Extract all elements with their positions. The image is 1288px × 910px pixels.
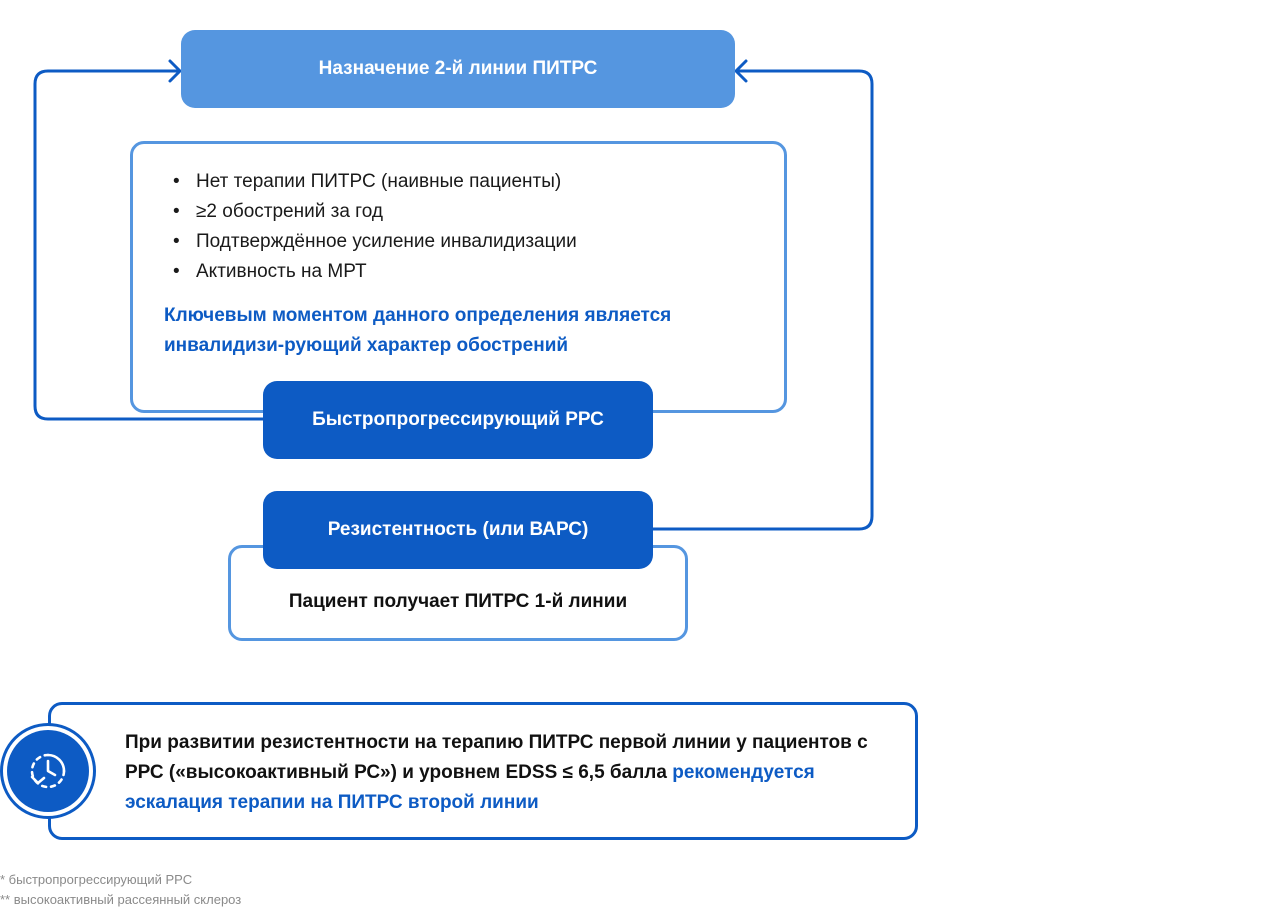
bullet: • [173, 231, 180, 252]
list-item: •Подтверждённое усиление инвалидизации [173, 227, 577, 257]
bullet: • [173, 261, 180, 282]
recommendation-box: При развитии резистентности на терапию П… [48, 702, 918, 840]
bullet: • [173, 171, 180, 192]
bullet: • [173, 201, 180, 222]
left-arrowhead [168, 59, 182, 83]
resistance-label: Резистентность (или ВАРС) [327, 519, 589, 540]
criteria-note: Ключевым моментом данного определения яв… [164, 305, 672, 356]
list-item: •Нет терапии ПИТРС (наивные пациенты) [173, 167, 577, 197]
second-line-label: Назначение 2-й линии ПИТРС [318, 58, 598, 79]
list-item: •≥2 обострений за год [173, 197, 577, 227]
fast-progressing-label: Быстропрогрессирующий РРС [312, 409, 604, 430]
fast-progressing-box: Быстропрогрессирующий РРС [263, 381, 653, 459]
list-item: •Активность на МРТ [173, 257, 577, 287]
second-line-box: Назначение 2-й линии ПИТРС [181, 30, 735, 108]
right-connector-arrow [653, 69, 874, 531]
recommendation-text: При развитии резистентности на терапию П… [125, 732, 868, 813]
footnote-2: ** высокоактивный рассеянный склероз [0, 892, 242, 907]
clock-refresh-icon [30, 753, 66, 789]
resistance-box: Резистентность (или ВАРС) [263, 491, 653, 569]
recommendation-highlight: рекомендуется эскалация терапии на ПИТРС… [125, 762, 815, 813]
left-connector-arrow [33, 69, 263, 421]
recommendation-badge [0, 723, 96, 819]
patient-label: Пациент получает ПИТРС 1-й линии [288, 591, 628, 612]
criteria-box: •Нет терапии ПИТРС (наивные пациенты) •≥… [130, 141, 787, 413]
footnote-1: * быстропрогрессирующий РРС [0, 872, 193, 887]
criteria-list: •Нет терапии ПИТРС (наивные пациенты) •≥… [173, 167, 577, 287]
right-arrowhead [734, 59, 748, 83]
